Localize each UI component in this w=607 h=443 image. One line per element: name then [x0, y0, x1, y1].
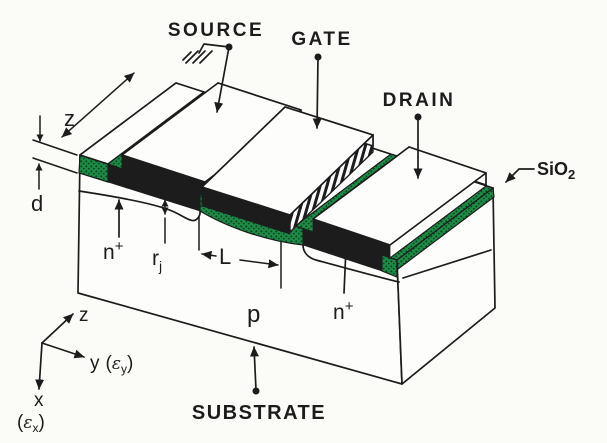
drain-label: DRAIN [383, 90, 456, 111]
source-label: SOURCE [168, 20, 264, 41]
L-label: L [219, 244, 231, 269]
L-arrow-left [201, 250, 217, 260]
axis-x-label: x [34, 390, 44, 411]
n-plus-label-right: n+ [333, 298, 354, 324]
d-dimension-label: d [31, 191, 43, 216]
n-plus-left-annotation: n+ [103, 199, 124, 264]
source-pad-top [121, 82, 302, 183]
z-dimension: z [61, 72, 135, 138]
oxide-strip-right-margin [388, 185, 495, 261]
sio2-annotation: SiO2 [505, 159, 575, 183]
rj-label: rj [152, 247, 162, 274]
axis-y-label: y(εy) [90, 353, 133, 376]
ground-wire [198, 43, 230, 54]
drain-annotation: DRAIN [383, 90, 456, 179]
p-region-label: p [247, 301, 260, 328]
gate-arrow [312, 56, 322, 129]
axis-z-label: z [79, 305, 89, 326]
gate-label: GATE [291, 29, 352, 50]
z-dimension-arrow [61, 72, 135, 138]
sio2-leader [505, 168, 535, 183]
gate-pad-top [201, 106, 374, 216]
source-annotation: SOURCE [168, 20, 264, 113]
source-arrow [214, 46, 230, 113]
axis-x-field-label: (εx) [17, 412, 45, 435]
substrate-label: SUBSTRATE [192, 402, 326, 424]
sio2-label: SiO2 [537, 159, 575, 182]
substrate-arrow [249, 346, 259, 391]
substrate-arrow-dot [252, 387, 260, 395]
ground-icon [182, 50, 213, 64]
gate-electrode [201, 106, 374, 235]
L-arrow-right [239, 259, 279, 269]
axis-x [35, 342, 45, 390]
z-dimension-label: z [64, 106, 75, 131]
n-plus-right-annotation: n+ [333, 247, 354, 324]
junction-line-source [78, 190, 201, 222]
drain-electrode [312, 146, 487, 259]
rj-dimension: rj [152, 199, 169, 274]
substrate-annotation: SUBSTRATE [192, 346, 326, 424]
drain-pad-top [312, 146, 487, 246]
junction-line-right-face [402, 249, 492, 279]
L-dimension: L [198, 215, 282, 289]
coordinate-axes: z y(εy) x (εx) [17, 305, 133, 435]
d-extension-line-bottom [32, 157, 78, 174]
n-plus-label-left: n+ [103, 238, 124, 264]
gate-annotation: GATE [291, 29, 352, 129]
axis-z [41, 313, 74, 344]
d-extension-line-top [32, 139, 78, 156]
axis-y [41, 342, 85, 359]
junction-line-drain [302, 244, 400, 283]
d-dimension: d [31, 115, 78, 216]
n-plus-right-arrow [341, 247, 351, 294]
